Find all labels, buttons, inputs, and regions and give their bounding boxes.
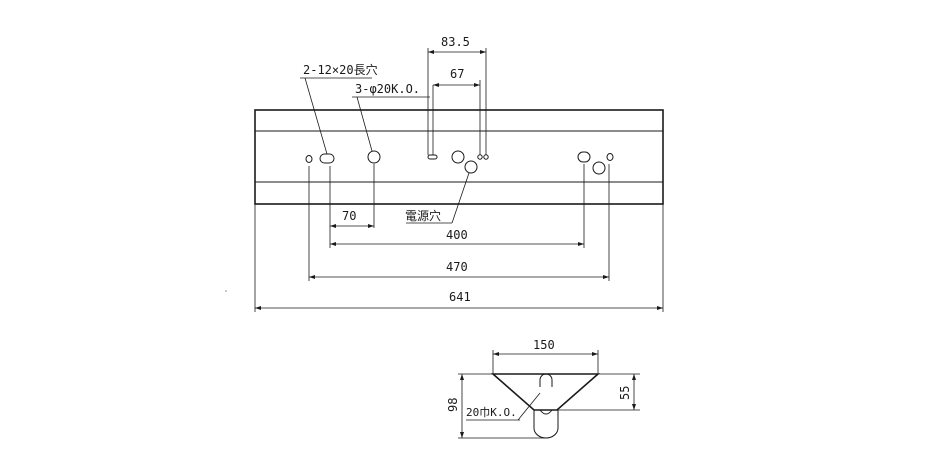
slot-hole-callout: 2-12×20長穴 — [300, 62, 378, 155]
dimension-400: 400 — [330, 164, 585, 248]
right-knockout — [592, 161, 606, 175]
dimension-70: 70 — [329, 164, 375, 248]
slot-hole-label: 2-12×20長穴 — [303, 62, 378, 77]
dimension-55: 55 — [558, 373, 640, 411]
dimension-150-label: 150 — [533, 338, 555, 352]
center-knockout — [451, 150, 465, 164]
end-knockout-callout: 20巾K.O. — [466, 392, 541, 421]
knockout-label: 3-φ20K.O. — [355, 82, 420, 96]
power-hole — [464, 160, 478, 174]
left-knockout — [367, 150, 381, 164]
end-view-profile — [490, 373, 601, 411]
fixture-body-outline — [254, 109, 664, 205]
dimension-150: 150 — [492, 338, 599, 374]
dimension-641-label: 641 — [449, 290, 471, 304]
dimension-641: 641 — [254, 204, 664, 312]
right-slot-hole — [577, 151, 591, 163]
dimension-83-5-label: 83.5 — [441, 35, 470, 49]
dimension-470: 470 — [308, 164, 610, 281]
knockout-callout: 3-φ20K.O. — [352, 82, 430, 152]
dimension-98: 98 — [446, 373, 546, 439]
top-view: 83.5 67 2-12×20長穴 3-φ20K.O. 電源穴 — [254, 35, 664, 312]
right-small-hole — [606, 153, 614, 161]
power-hole-label: 電源穴 — [405, 208, 441, 223]
dimension-67-label: 67 — [450, 67, 464, 81]
center-small-hole-a — [477, 154, 483, 160]
dimension-470-label: 470 — [446, 260, 468, 274]
end-view: 150 98 55 20巾K.O. — [446, 338, 640, 439]
left-slot-hole — [319, 153, 335, 164]
power-hole-callout: 電源穴 — [405, 172, 470, 224]
end-view-top-slot — [539, 373, 553, 387]
left-small-hole — [305, 155, 313, 163]
dimension-83-5: 83.5 — [427, 35, 487, 155]
dimension-70-label: 70 — [342, 209, 356, 223]
center-slot — [427, 154, 438, 160]
center-small-hole-b — [483, 154, 489, 160]
end-view-inner-curve — [539, 409, 553, 415]
end-knockout-label: 20巾K.O. — [466, 405, 517, 419]
dimension-55-label: 55 — [618, 386, 632, 400]
dimension-98-label: 98 — [446, 398, 460, 412]
dimension-400-label: 400 — [446, 228, 468, 242]
stray-dot — [225, 290, 227, 292]
dimension-67: 67 — [432, 67, 481, 155]
